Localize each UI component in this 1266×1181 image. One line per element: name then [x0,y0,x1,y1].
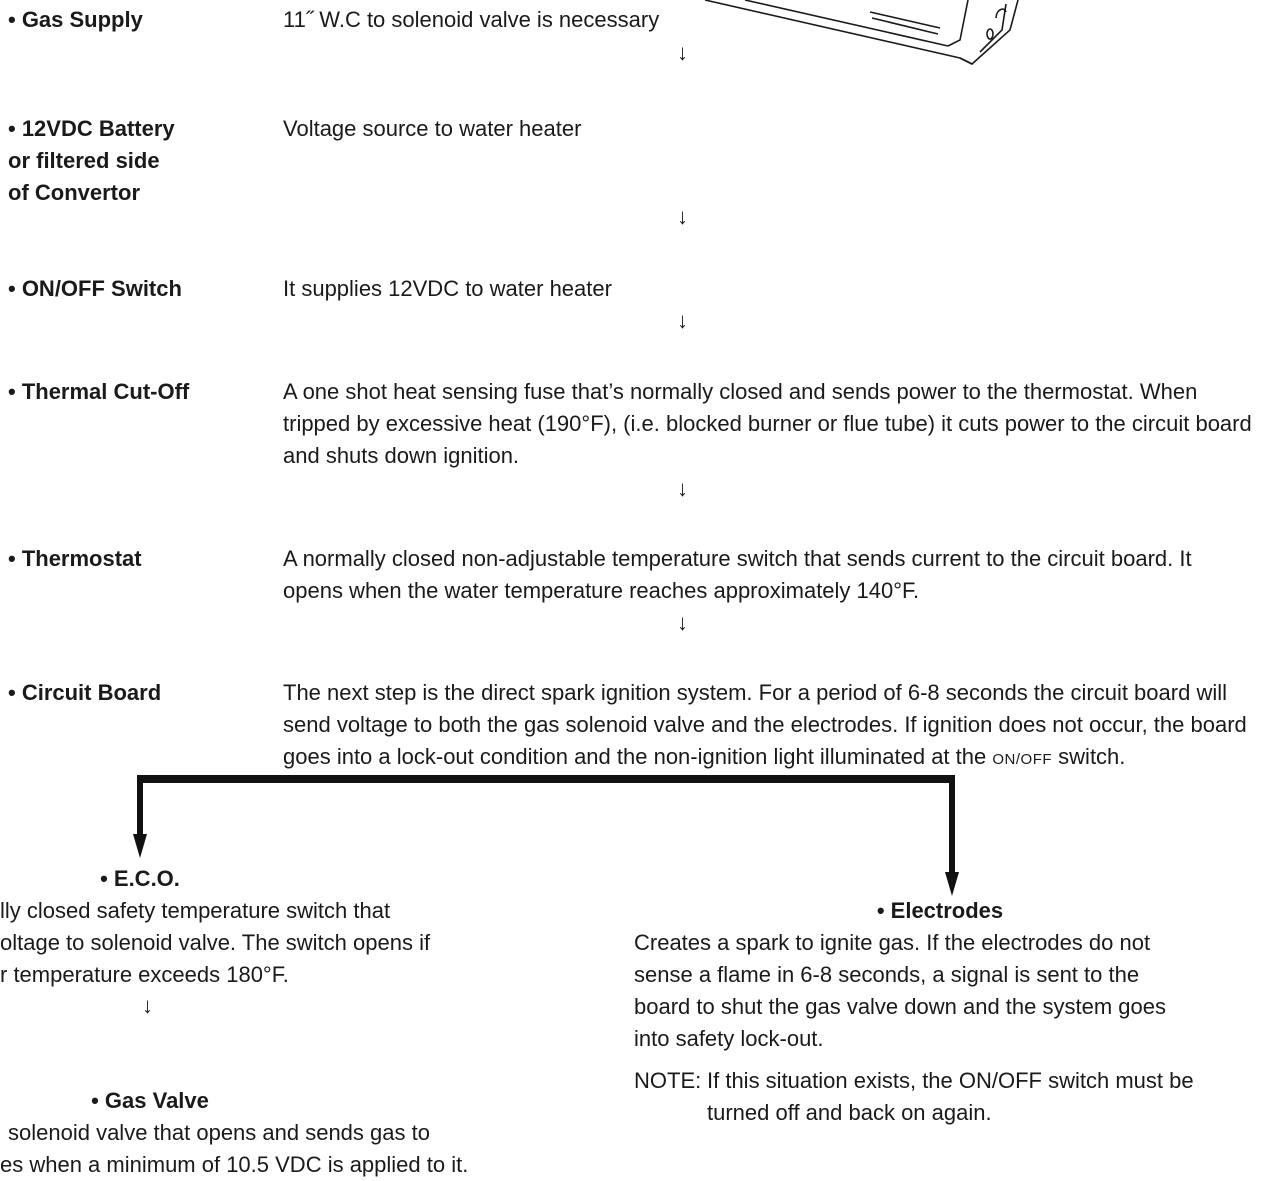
step-label-thermostat: • Thermostat [8,546,142,571]
flow-arrow-2: ↓ [677,204,688,229]
step-label-gas-supply: • Gas Supply [8,7,143,32]
step-label-circuit-board: • Circuit Board [8,680,162,705]
eco-line-1: lly closed safety temperature switch tha… [0,898,391,923]
circuit-board-text-main: The next step is the direct spark igniti… [283,680,1247,769]
step-text-thermostat: A normally closed non-adjustable tempera… [283,546,1192,603]
flow-arrow-4: ↓ [677,476,688,501]
eco-flow-arrow: ↓ [142,993,153,1018]
step-label-battery: • 12VDC Battery or filtered side of Conv… [8,116,175,205]
flow-arrow-5: ↓ [677,610,688,635]
electrodes-line-1: Creates a spark to ignite gas. If the el… [634,930,1151,955]
gas-valve-title: • Gas Valve [91,1088,209,1113]
flow-arrow-3: ↓ [677,308,688,333]
circuit-board-text-onoff: ON/OFF [992,751,1053,768]
step-label-on-off-switch: • ON/OFF Switch [8,276,182,301]
step-text-gas-supply: 11˝ W.C to solenoid valve is necessary [283,7,660,32]
circuit-board-text-end: switch. [1058,744,1126,769]
note-line-1: If this situation exists, the ON/OFF swi… [707,1068,1194,1093]
gas-valve-line-1: solenoid valve that opens and sends gas … [8,1120,430,1145]
eco-title: • E.C.O. [100,866,180,891]
step-text-circuit-board: The next step is the direct spark igniti… [283,677,1259,776]
step-text-on-off-switch: It supplies 12VDC to water heater [283,276,612,301]
electrodes-line-4: into safety lock-out. [634,1026,824,1051]
electrodes-line-2: sense a flame in 6-8 seconds, a signal i… [634,962,1140,987]
note-line-2: turned off and back on again. [707,1100,992,1125]
step-label-thermal-cut-off: • Thermal Cut-Off [8,379,190,404]
step-text-thermal-cut-off: A one shot heat sensing fuse that’s norm… [283,379,1252,468]
flow-arrow-1: ↓ [677,40,688,65]
eco-line-3: r temperature exceeds 180°F. [0,962,289,987]
note-prefix: NOTE: [634,1068,702,1093]
gas-valve-line-2: es when a minimum of 10.5 VDC is applied… [0,1152,469,1177]
electrodes-title: • Electrodes [876,898,1004,923]
eco-line-2: oltage to solenoid valve. The switch ope… [0,930,431,955]
electrodes-line-3: board to shut the gas valve down and the… [634,994,1166,1019]
step-text-battery: Voltage source to water heater [283,116,582,141]
